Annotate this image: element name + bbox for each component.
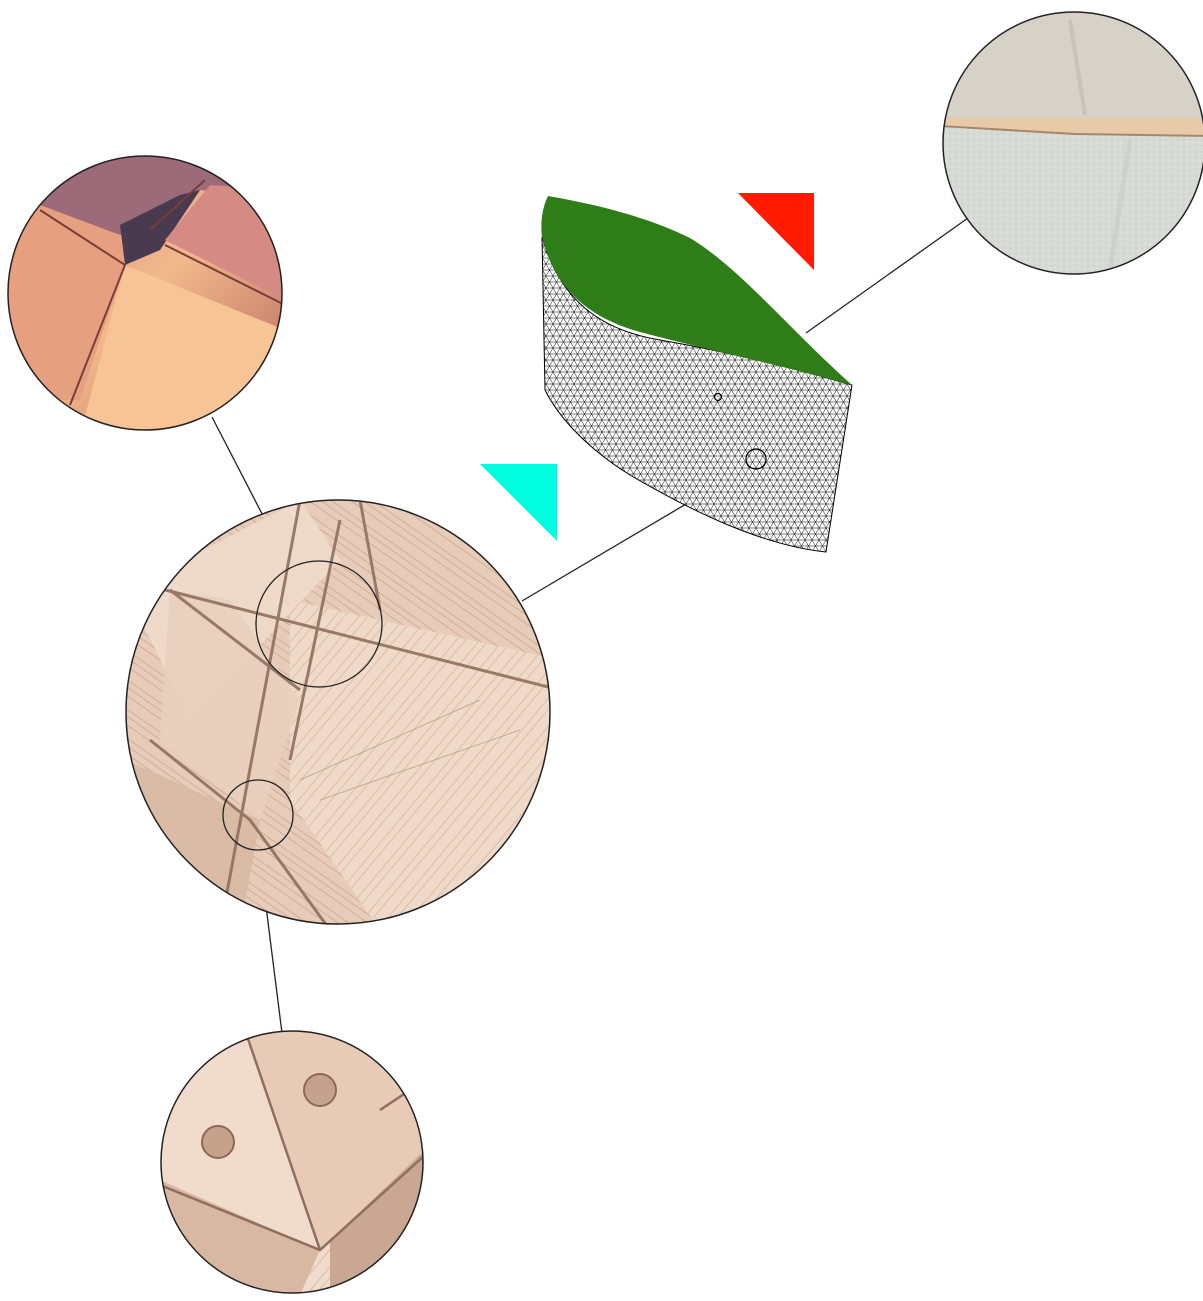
dowel-hole-left: [202, 1126, 234, 1158]
plaster-edge-detail: [940, 10, 1203, 280]
red-view-marker: [738, 193, 814, 270]
cyan-view-marker: [480, 464, 557, 541]
dowel-hole-right: [304, 1074, 336, 1106]
main-wood-detail: [120, 495, 560, 935]
copper-joint-detail: [5, 155, 285, 435]
dowel-detail: [160, 1030, 425, 1295]
leader-line-surface-to-plaster: [806, 218, 968, 333]
